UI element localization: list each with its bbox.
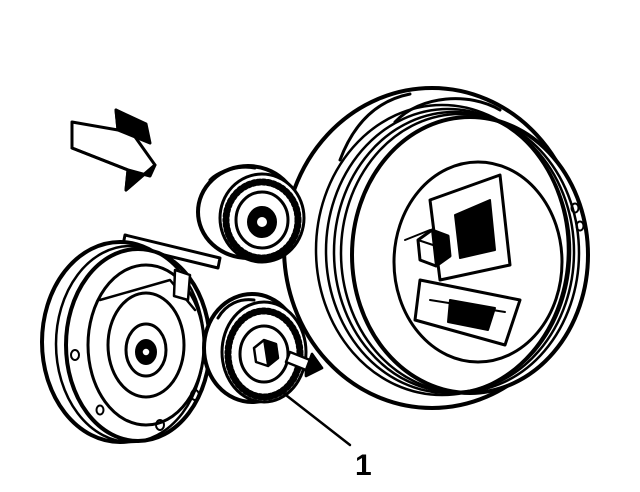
- crankshaft-bolt: [416, 228, 452, 268]
- belt-tensioner-pulley: [202, 292, 308, 404]
- tensioner-bolt: [252, 338, 280, 368]
- callout-label-1: 1: [355, 449, 372, 482]
- view-direction-arrow-icon: [70, 108, 157, 192]
- crankshaft-pulley: [282, 86, 590, 410]
- callout-leader-line: [280, 390, 352, 447]
- upper-idler-pulley: [196, 164, 306, 264]
- rotation-direction-arrow-icon: [284, 350, 324, 378]
- ac-compressor-pulley: [40, 240, 212, 444]
